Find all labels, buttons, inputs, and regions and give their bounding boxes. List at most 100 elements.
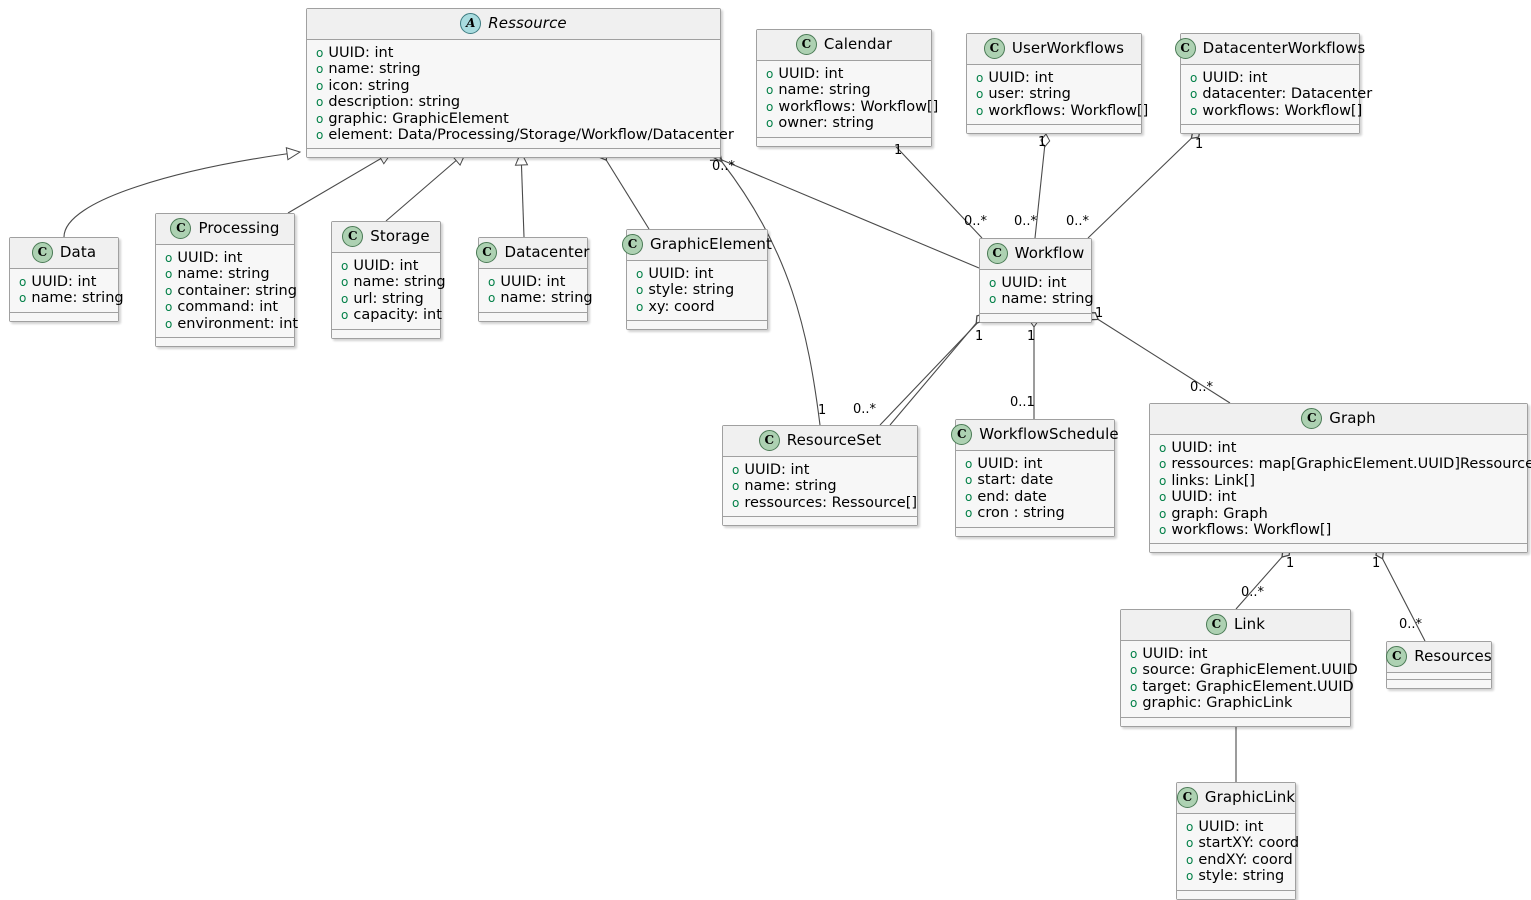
attribute-row: o UUID: int: [732, 462, 910, 478]
attribute-label: name: string: [744, 478, 837, 495]
attribute-row: o UUID: int: [19, 274, 111, 290]
attribute-label: graphic: GraphicElement: [328, 110, 509, 127]
attribute-label: UUID: int: [1142, 646, 1208, 662]
attribute-label: links: Link[]: [1171, 472, 1256, 489]
class-methods-resourceset: [723, 517, 917, 526]
class-methods-workflow: [980, 313, 1091, 322]
class-name-datacenter: Datacenter: [504, 243, 590, 261]
visibility-public-icon: o: [1159, 473, 1167, 488]
visibility-public-icon: o: [165, 251, 173, 265]
visibility-public-icon: o: [165, 300, 173, 315]
visibility-public-icon: o: [766, 67, 774, 81]
visibility-public-icon: o: [1186, 820, 1194, 834]
attribute-label: UUID: int: [1202, 70, 1268, 86]
visibility-public-icon: o: [732, 463, 740, 477]
class-methods-data: [10, 312, 118, 321]
class-methods-userworkflows: [967, 125, 1141, 134]
multiplicity-label-m-userworkflows-workflow: 1: [1038, 135, 1047, 150]
multiplicity-label-m-link-graph: 0..*: [1241, 585, 1265, 600]
class-icon: C: [1386, 646, 1408, 667]
attribute-label: environment: int: [177, 315, 299, 332]
visibility-public-icon: o: [976, 103, 984, 118]
class-methods-ressource: [307, 149, 720, 158]
attribute-label: UUID: int: [778, 66, 844, 82]
visibility-public-icon: o: [766, 116, 774, 131]
class-name-storage: Storage: [370, 227, 430, 245]
abstract-class-icon: A: [460, 13, 482, 34]
attribute-label: name: string: [31, 290, 124, 307]
attribute-label: start: date: [977, 472, 1054, 489]
multiplicity-label-m-workflow-graph: 1: [1095, 306, 1104, 321]
class-methods-graphiclink: [1177, 890, 1295, 899]
class-icon: C: [1205, 614, 1227, 635]
multiplicity-label-m-workflow-calendar: 0..*: [964, 214, 988, 229]
visibility-public-icon: o: [636, 267, 644, 281]
visibility-public-icon: o: [165, 316, 173, 331]
attribute-label: endXY: coord: [1198, 851, 1293, 868]
multiplicity-label-m-resources-graph: 0..*: [1399, 617, 1423, 632]
attribute-label: element: Data/Processing/Storage/Workflo…: [328, 127, 734, 144]
attribute-label: UUID: int: [31, 274, 97, 290]
attribute-label: target: GraphicElement.UUID: [1142, 678, 1354, 695]
visibility-public-icon: o: [1159, 441, 1167, 455]
visibility-public-icon: o: [1130, 647, 1138, 661]
visibility-public-icon: o: [341, 275, 349, 290]
attribute-label: UUID: int: [744, 462, 810, 478]
visibility-public-icon: o: [19, 275, 27, 289]
visibility-public-icon: o: [341, 308, 349, 323]
class-methods-resources: [1387, 680, 1491, 688]
visibility-public-icon: o: [1130, 663, 1138, 678]
attribute-label: container: string: [177, 282, 297, 299]
class-icon: C: [170, 218, 192, 239]
edge-storage-inherits-ressource: [385, 151, 467, 222]
visibility-public-icon: o: [766, 83, 774, 98]
multiplicity-label-m-schedule-workflow: 0..1: [1010, 395, 1035, 410]
